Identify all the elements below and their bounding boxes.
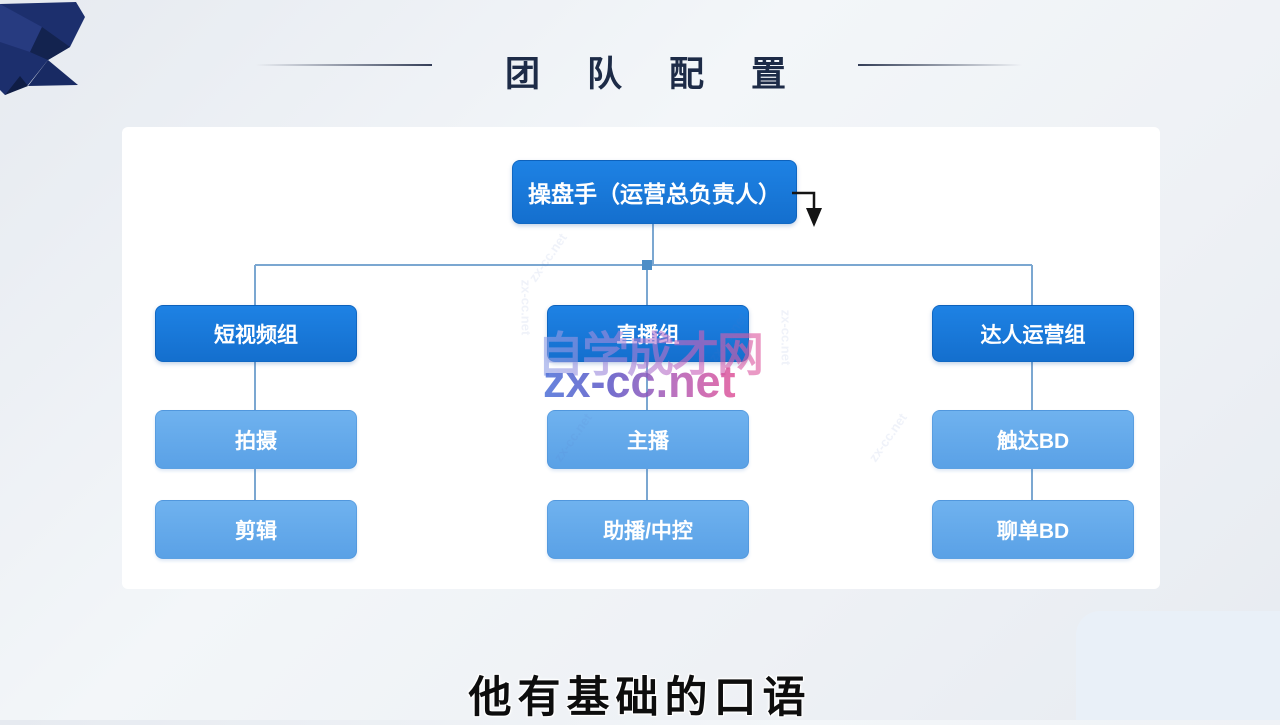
org-node-group-talent-ops: 达人运营组 <box>932 305 1134 362</box>
org-node-reach-bd: 触达BD <box>932 410 1134 469</box>
watermark-faint: zx-cc.net <box>778 309 794 366</box>
corner-panel-decoration <box>1076 611 1280 720</box>
down-arrow-icon <box>792 191 822 227</box>
org-node-shooting: 拍摄 <box>155 410 357 469</box>
watermark-faint: zx-cc.net <box>518 279 534 336</box>
title-divider-right <box>858 64 1022 66</box>
org-chart-card: 操盘手（运营总负责人） 短视频组 拍摄 剪辑 直播组 主播 助播/中控 达人运营… <box>122 127 1160 589</box>
org-node-group-livestream: 直播组 <box>547 305 749 362</box>
org-node-editing: 剪辑 <box>155 500 357 559</box>
org-node-host: 主播 <box>547 410 749 469</box>
video-subtitle: 他有基础的口语 <box>468 675 812 722</box>
org-node-group-short-video: 短视频组 <box>155 305 357 362</box>
watermark-site-name: 自学成才网 <box>537 316 764 385</box>
page-title: 团队配置 <box>505 55 834 94</box>
title-divider-left <box>256 64 432 66</box>
org-node-root: 操盘手（运营总负责人） <box>512 160 797 224</box>
watermark-site-url: zx-cc.net <box>543 356 736 407</box>
org-chart-connectors <box>254 222 1033 500</box>
org-node-chat-bd: 聊单BD <box>932 500 1134 559</box>
org-node-assistant: 助播/中控 <box>547 500 749 559</box>
ribbon-decoration-icon <box>0 2 85 95</box>
